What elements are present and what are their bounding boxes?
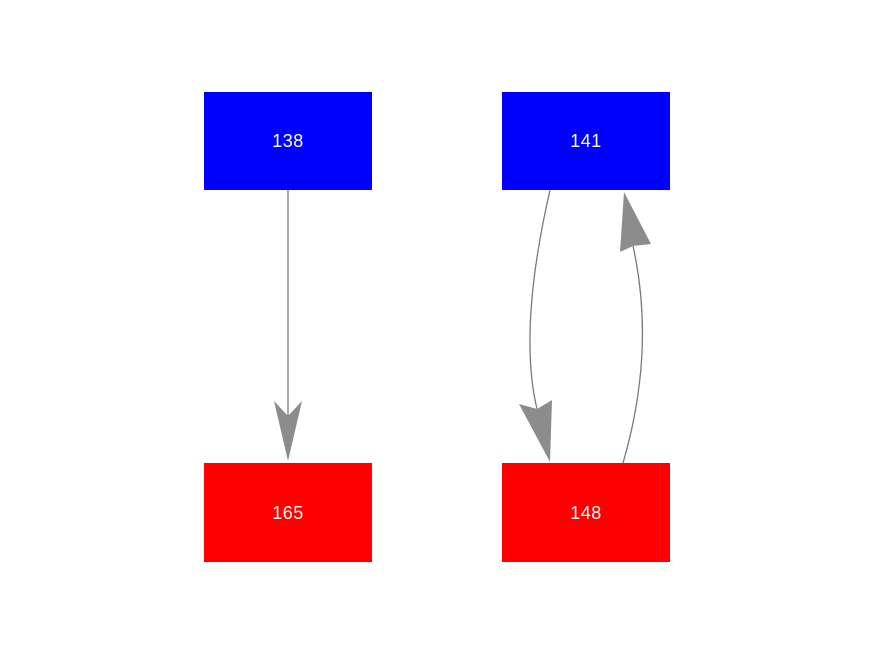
node-label: 165 [272, 502, 304, 523]
node-label: 141 [570, 131, 602, 151]
arrowhead-up-icon [620, 192, 651, 252]
edge-148-to-141 [620, 192, 651, 464]
edge-line [529, 189, 551, 410]
arrowhead-down-icon [274, 401, 302, 461]
node-148: 148 [502, 463, 670, 562]
arrowhead-down-icon [519, 400, 552, 462]
edge-141-to-148 [519, 189, 552, 462]
node-141: 141 [502, 92, 670, 190]
node-label: 138 [272, 131, 304, 151]
edge-138-to-165 [274, 190, 302, 461]
edge-line [622, 245, 644, 464]
node-label: 148 [570, 502, 602, 523]
node-138: 138 [204, 92, 372, 190]
node-165: 165 [204, 463, 372, 562]
